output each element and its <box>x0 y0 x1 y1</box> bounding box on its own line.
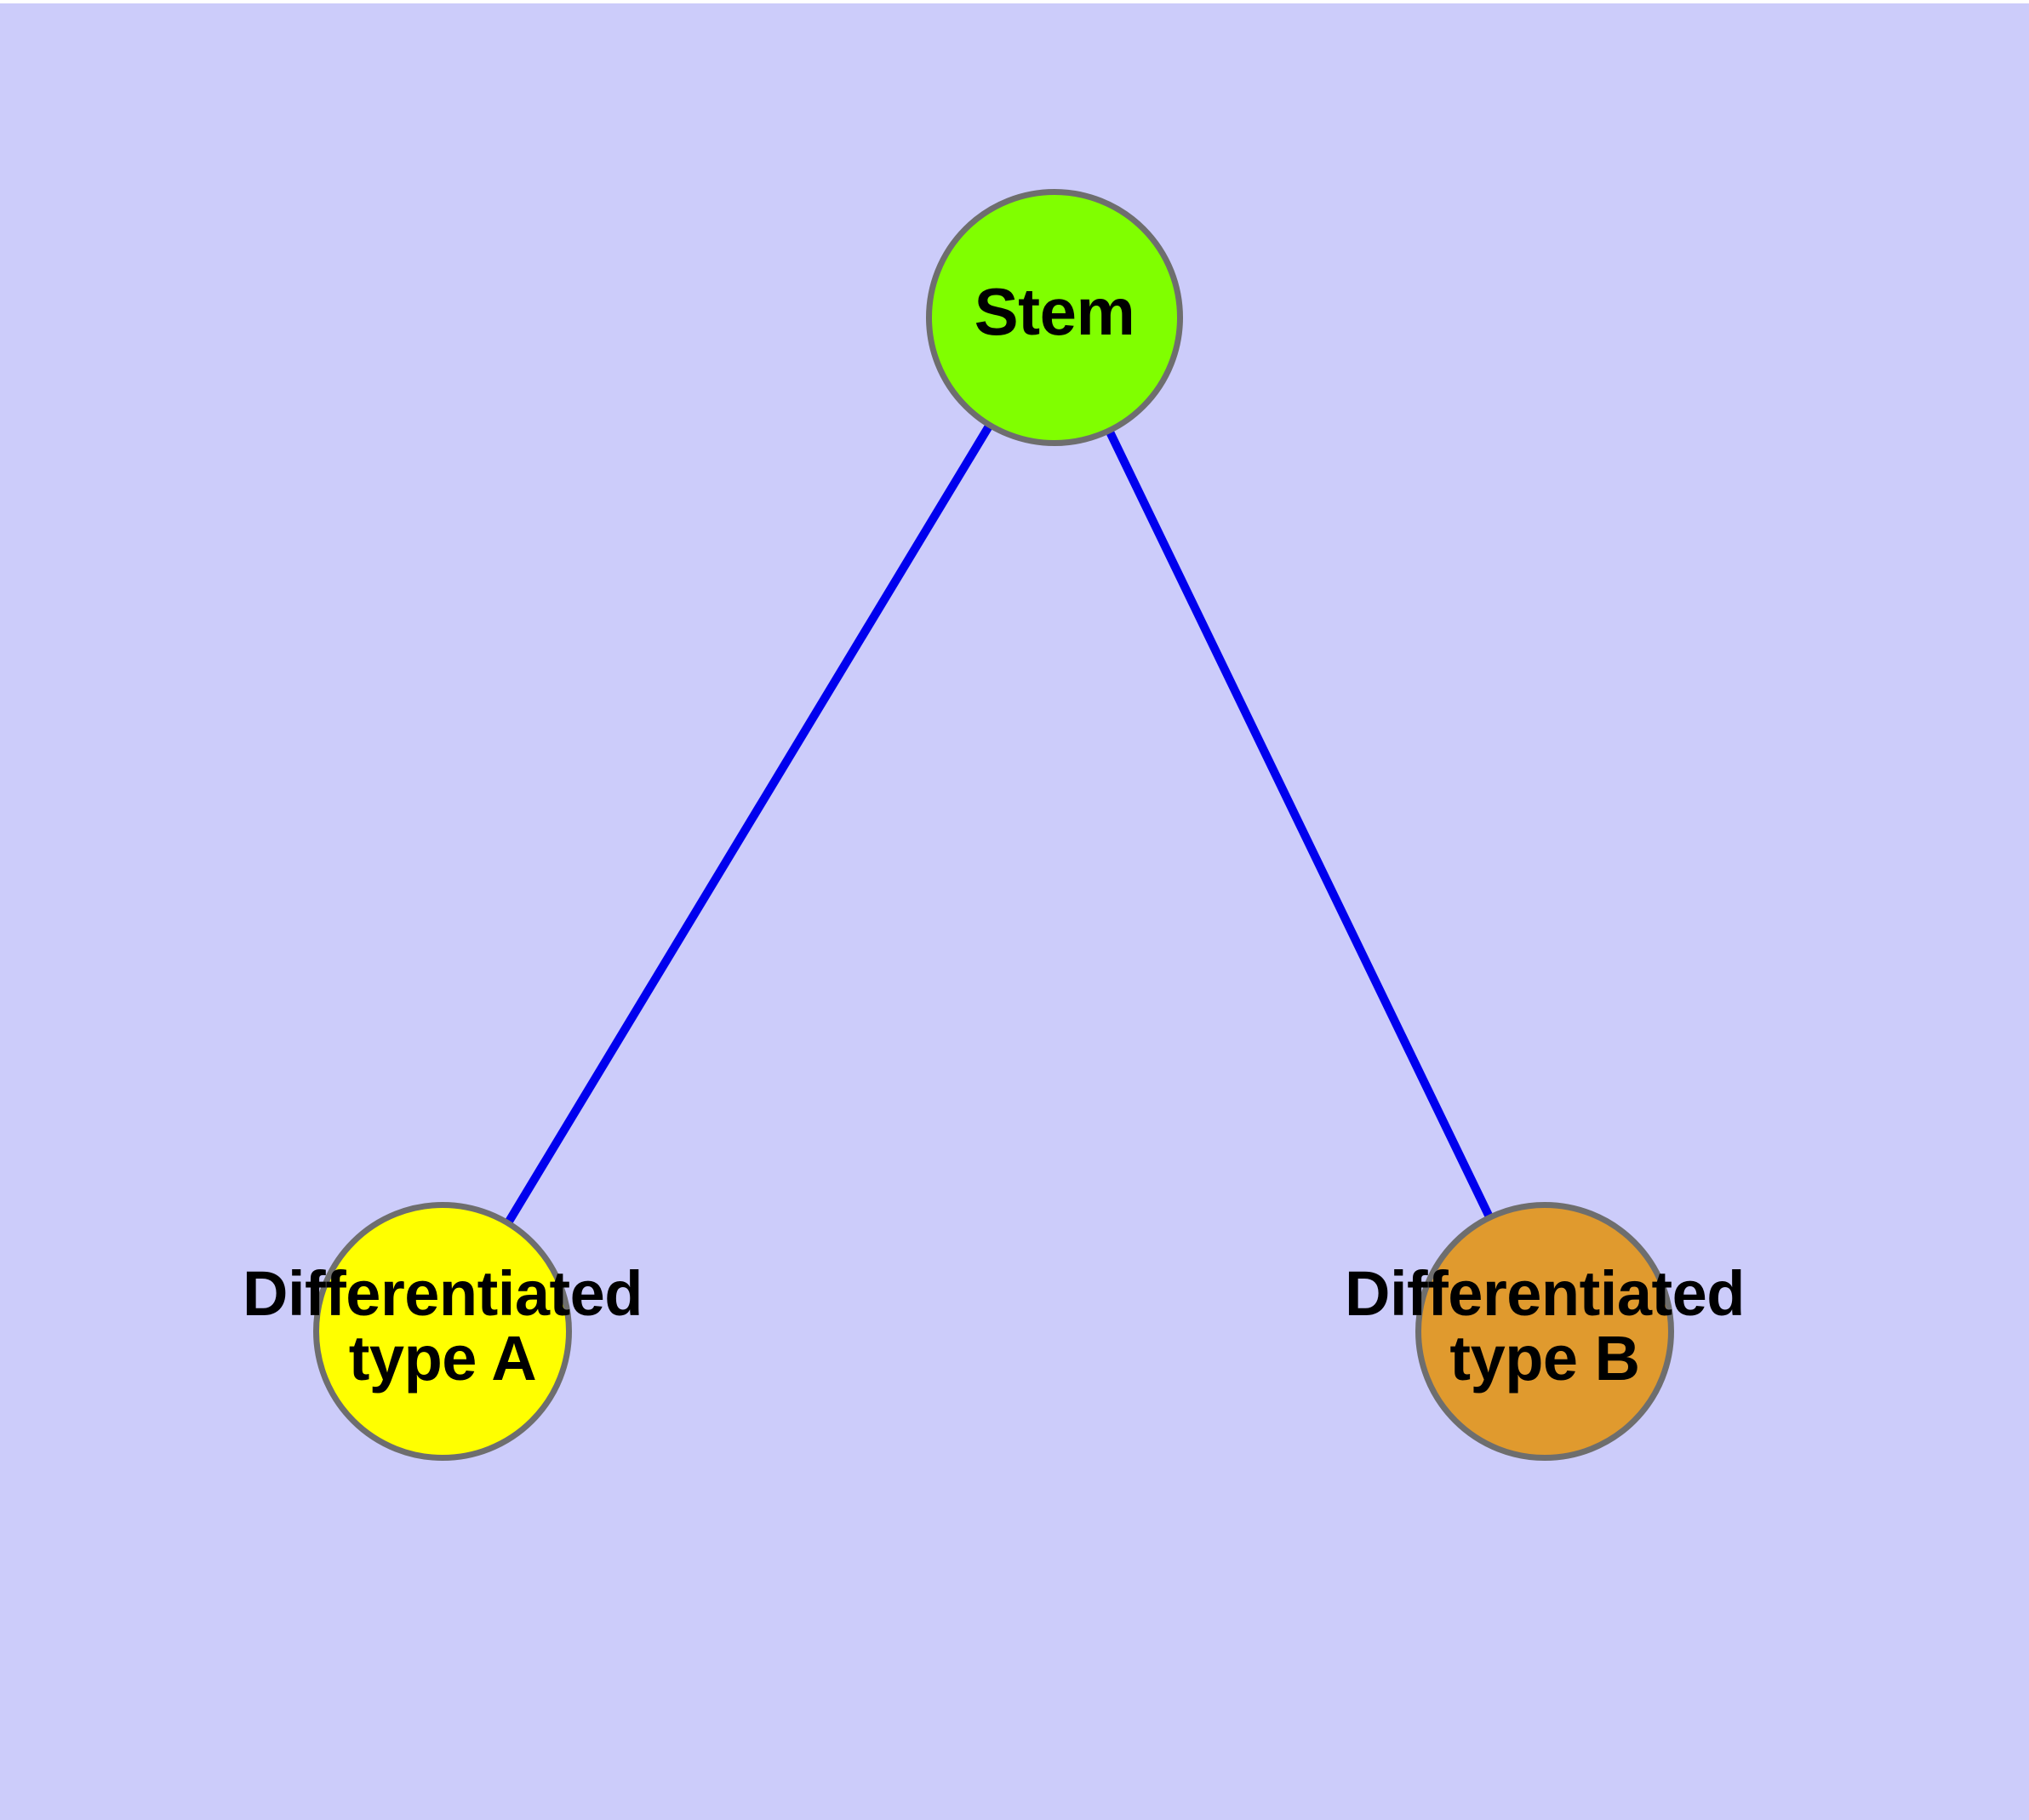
edge-stem-to-diff_a <box>504 422 994 1226</box>
node-circle-stem[interactable] <box>926 189 1183 446</box>
node-circle-diff-b[interactable] <box>1415 1202 1674 1461</box>
edges-group <box>504 422 1495 1226</box>
edge-stem-to-diff_b <box>1105 428 1495 1220</box>
node-circle-diff-a[interactable] <box>313 1202 572 1461</box>
nodes-group <box>313 189 1674 1461</box>
